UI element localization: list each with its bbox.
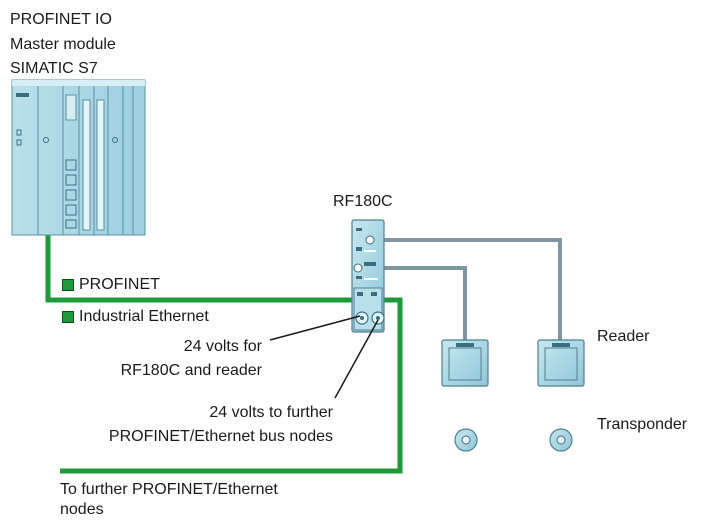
reader-cable-right [380,238,562,343]
callout-line-power-reader [269,315,361,341]
legend-profinet-swatch [62,278,74,291]
legend-profinet-label: PROFINET [79,276,160,293]
legend-industrial-ethernet: Industrial Ethernet [62,307,209,326]
legend-industrial-ethernet-swatch [62,310,74,323]
transponder-right [549,428,573,452]
profinet-cable-to-further-nodes [60,297,403,474]
profinet-cable-plc-to-rf180c [45,235,355,303]
profinet-cable [45,235,403,474]
rf180c-module [351,219,385,333]
transponder-label: Transponder [597,416,688,433]
reader-right [537,339,585,387]
callout-power-reader-line-1: 24 volts for [183,338,262,355]
callout-power-nodes-line-2: PROFINET/Ethernet bus nodes [108,428,333,445]
bottom-note-line-2: nodes [60,501,104,518]
transponder-left [454,428,478,452]
reader-left [441,339,489,387]
rf180c-label: RF180C [333,193,393,210]
legend-industrial-ethernet-label: Industrial Ethernet [79,308,209,325]
reader-cable-left [380,266,467,343]
callout-power-reader-line-2: RF180C and reader [120,362,262,379]
reader-cables [380,238,562,343]
callout-power-nodes-line-1: 24 volts to further [209,404,333,421]
reader-label: Reader [597,328,650,345]
plc-label-line-3: SIMATIC S7 [10,60,98,77]
callout-lines [269,315,379,399]
plc-label-line-2: Master module [10,36,116,53]
legend-profinet: PROFINET [62,275,160,294]
plc-label-line-1: PROFINET IO [10,11,112,28]
bottom-note-line-1: To further PROFINET/Ethernet [60,481,278,498]
callout-line-power-nodes [334,319,379,399]
simatic-s7-plc [11,79,146,236]
